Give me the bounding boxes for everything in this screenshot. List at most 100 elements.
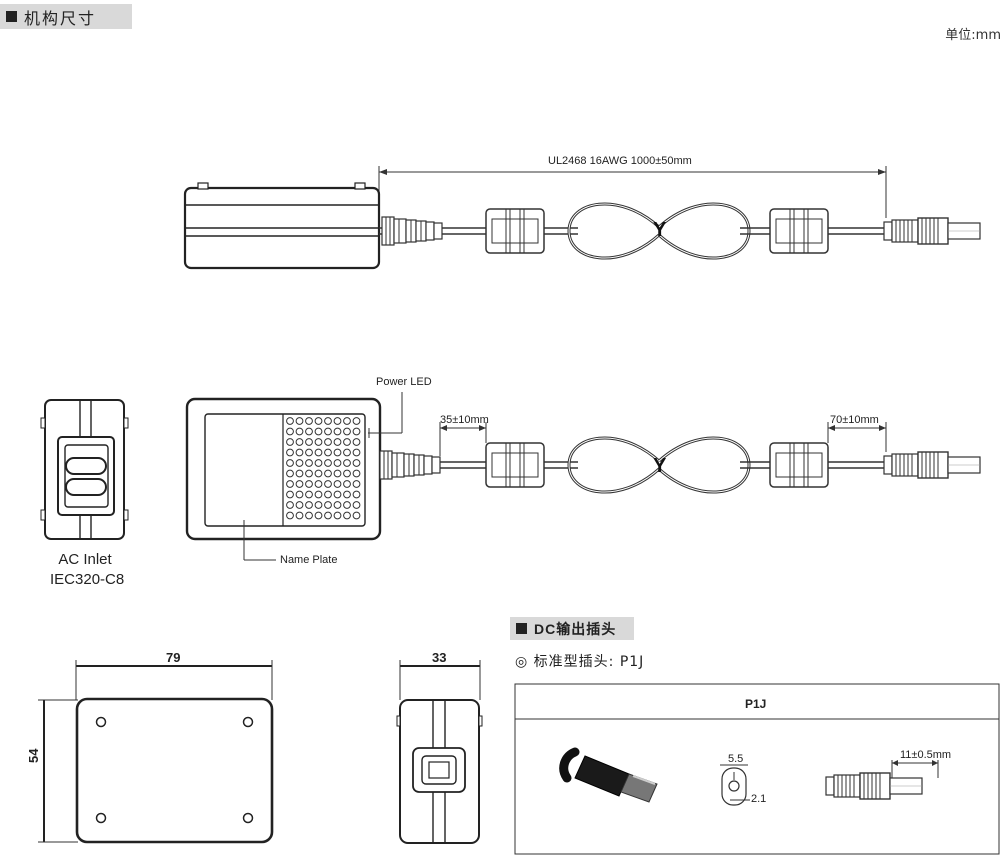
table-header-p1j: P1J	[745, 697, 767, 711]
dim-length-label: 11±0.5mm	[900, 749, 952, 761]
dc-section-title: DC输出插头	[534, 620, 617, 637]
vent-hole	[314, 459, 323, 467]
square-bullet-icon	[6, 11, 17, 22]
dim-outer-label: 5.5	[728, 753, 744, 765]
vent-hole	[314, 448, 323, 457]
vent-hole	[305, 417, 313, 425]
vent-hole	[305, 490, 313, 499]
vent-hole	[352, 480, 361, 488]
vent-hole	[295, 417, 304, 425]
y-mark-top: Y	[653, 219, 667, 241]
vent-hole	[295, 448, 304, 457]
vent-hole	[333, 417, 342, 425]
vent-hole	[286, 448, 294, 457]
vent-hole	[286, 511, 294, 520]
bottom-view	[38, 660, 274, 844]
vent-hole	[352, 501, 361, 509]
vent-hole	[324, 501, 332, 509]
vent-hole	[333, 427, 342, 436]
standard-plug-label: ◎ 标准型插头: P1J	[515, 654, 645, 670]
vent-hole	[352, 511, 361, 520]
vent-hole	[352, 448, 361, 457]
top-view-cable	[183, 166, 981, 270]
vent-hole	[295, 480, 304, 488]
power-led-label: Power LED	[376, 376, 432, 388]
cable-length-label: UL2468 16AWG 1000±50mm	[548, 155, 692, 167]
section-title: 机构尺寸	[24, 8, 97, 28]
vent-hole	[333, 438, 342, 446]
vent-hole	[343, 511, 351, 520]
vent-hole	[352, 427, 361, 436]
vent-hole	[333, 480, 342, 488]
section-header-dimensions: 机构尺寸	[0, 4, 132, 29]
vent-hole	[286, 459, 294, 467]
vent-hole	[295, 469, 304, 478]
ac-inlet-line1: AC Inlet	[58, 551, 112, 568]
vent-hole	[343, 480, 351, 488]
vent-hole	[314, 490, 323, 499]
ac-inlet-view	[40, 399, 129, 540]
unit-label: 单位:mm	[945, 28, 1001, 43]
vent-hole	[295, 511, 304, 520]
vent-hole	[295, 501, 304, 509]
y-mark-front: Y	[653, 455, 667, 477]
vent-hole	[324, 427, 332, 436]
side-view	[396, 660, 483, 844]
vent-hole	[286, 417, 294, 425]
vent-grid	[286, 417, 361, 520]
vent-hole	[324, 438, 332, 446]
vent-hole	[352, 438, 361, 446]
vent-hole	[305, 427, 313, 436]
vent-hole	[352, 417, 361, 425]
vent-hole	[305, 469, 313, 478]
vent-hole	[286, 469, 294, 478]
ac-inlet-label: AC Inlet IEC320-C8	[50, 550, 125, 590]
vent-hole	[314, 469, 323, 478]
ac-inlet-line2: IEC320-C8	[50, 571, 125, 588]
vent-hole	[314, 480, 323, 488]
vent-hole	[352, 490, 361, 499]
vent-hole	[324, 511, 332, 520]
vent-hole	[305, 480, 313, 488]
vent-hole	[286, 438, 294, 446]
vent-hole	[286, 490, 294, 499]
vent-hole	[343, 438, 351, 446]
section-header-dc-plug: DC输出插头	[510, 617, 634, 640]
vent-hole	[286, 427, 294, 436]
vent-hole	[324, 490, 332, 499]
vent-hole	[343, 501, 351, 509]
vent-hole	[333, 501, 342, 509]
vent-hole	[305, 438, 313, 446]
vent-hole	[295, 427, 304, 436]
vent-hole	[333, 448, 342, 457]
vent-hole	[314, 511, 323, 520]
vent-hole	[314, 417, 323, 425]
vent-hole	[333, 469, 342, 478]
vent-hole	[295, 438, 304, 446]
name-plate-label: Name Plate	[280, 554, 338, 566]
vent-hole	[324, 459, 332, 467]
dim-inner-label: 2.1	[751, 793, 767, 805]
vent-hole	[314, 427, 323, 436]
vent-hole	[343, 448, 351, 457]
vent-hole	[343, 490, 351, 499]
vent-hole	[286, 501, 294, 509]
vent-hole	[324, 480, 332, 488]
vent-hole	[352, 469, 361, 478]
vent-hole	[333, 459, 342, 467]
vent-hole	[314, 501, 323, 509]
vent-hole	[324, 448, 332, 457]
vent-hole	[295, 459, 304, 467]
vent-hole	[343, 469, 351, 478]
vent-hole	[333, 490, 342, 499]
vent-hole	[352, 459, 361, 467]
square-bullet-icon	[516, 623, 527, 634]
vent-hole	[305, 459, 313, 467]
vent-hole	[305, 511, 313, 520]
vent-hole	[324, 417, 332, 425]
vent-hole	[286, 480, 294, 488]
dc-plug-table	[514, 683, 1000, 855]
vent-hole	[324, 469, 332, 478]
vent-hole	[343, 417, 351, 425]
